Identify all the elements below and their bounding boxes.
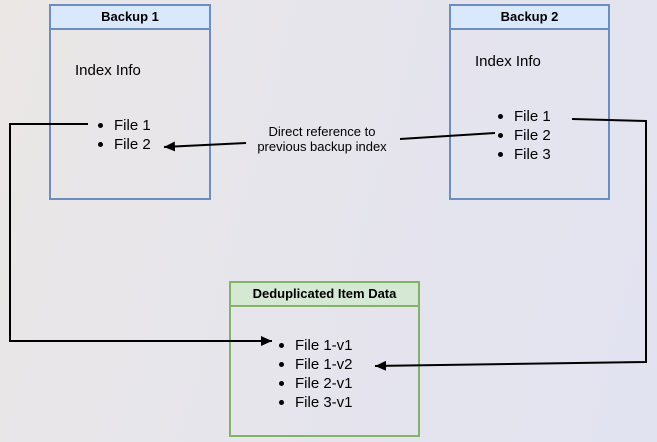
bullet-icon [279, 400, 284, 405]
list-item: File 2-v1 [279, 374, 353, 393]
dedup-title: Deduplicated Item Data [231, 283, 418, 307]
file-label: File 2 [514, 127, 551, 144]
backup1-title: Backup 1 [51, 6, 209, 30]
bullet-icon [279, 362, 284, 367]
backup1-box: Backup 1 [49, 4, 211, 200]
list-item: File 1-v2 [279, 355, 353, 374]
list-item: File 2 [98, 135, 151, 154]
file-label: File 1 [514, 108, 551, 125]
file-label: File 1-v2 [295, 356, 353, 373]
backup2-box: Backup 2 [449, 4, 610, 200]
bullet-icon [498, 152, 503, 157]
list-item: File 3 [498, 145, 551, 164]
annotation-line2: previous backup index [257, 139, 387, 154]
bullet-icon [98, 142, 103, 147]
file-label: File 1 [114, 117, 151, 134]
file-label: File 1-v1 [295, 337, 353, 354]
direct-reference-annotation: Direct reference to previous backup inde… [237, 124, 407, 154]
backup2-file-list: File 1 File 2 File 3 [498, 107, 551, 164]
file-label: File 2 [114, 136, 151, 153]
list-item: File 1-v1 [279, 336, 353, 355]
dedup-file-list: File 1-v1 File 1-v2 File 2-v1 File 3-v1 [279, 336, 353, 412]
bullet-icon [498, 114, 503, 119]
backup2-title: Backup 2 [451, 6, 608, 30]
list-item: File 1 [98, 116, 151, 135]
file-label: File 3-v1 [295, 394, 353, 411]
bullet-icon [279, 343, 284, 348]
list-item: File 2 [498, 126, 551, 145]
file-label: File 3 [514, 146, 551, 163]
bullet-icon [498, 133, 503, 138]
backup1-index-info-label: Index Info [75, 62, 141, 79]
list-item: File 3-v1 [279, 393, 353, 412]
list-item: File 1 [498, 107, 551, 126]
annotation-line1: Direct reference to [268, 124, 376, 139]
backup2-index-info-label: Index Info [475, 53, 541, 70]
file-label: File 2-v1 [295, 375, 353, 392]
bullet-icon [279, 381, 284, 386]
bullet-icon [98, 123, 103, 128]
backup1-file-list: File 1 File 2 [98, 116, 151, 154]
